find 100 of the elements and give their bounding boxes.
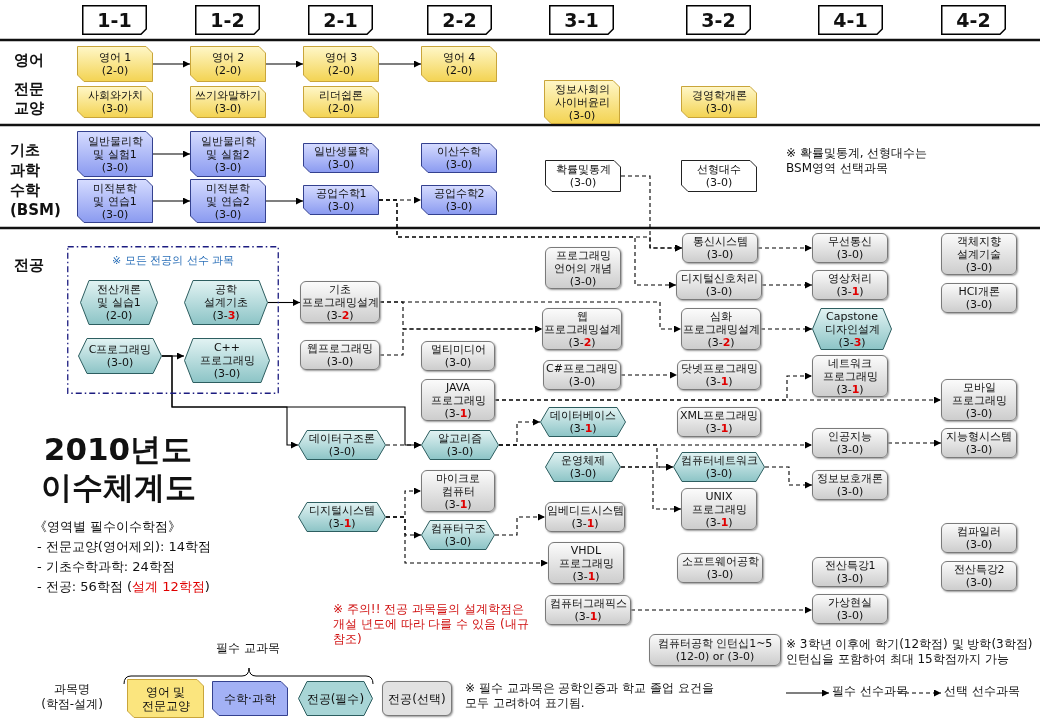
course-name: 데이터베이스 bbox=[549, 409, 617, 422]
course-name: 정보사회의 사이버윤리 bbox=[553, 82, 611, 109]
credit-label: (3-0) bbox=[705, 102, 733, 115]
course-name: 선형대수 bbox=[696, 163, 742, 176]
course-name: 컴퓨터그래픽스 bbox=[548, 597, 628, 610]
course-box bbox=[941, 379, 1017, 421]
credit-label: (3-2) bbox=[707, 335, 735, 349]
course-name: 객체지향 설계기술 bbox=[956, 234, 1002, 261]
course-box bbox=[421, 46, 497, 82]
required-course-hexagon bbox=[298, 502, 386, 532]
course-box bbox=[303, 185, 379, 215]
course-name: 정보보호개론 bbox=[816, 472, 884, 485]
credit-label: (3-0) bbox=[836, 248, 864, 261]
credit-label: (3-0) bbox=[705, 176, 733, 189]
semester-header bbox=[818, 5, 883, 35]
requirement-text: - 전문교양(영어제외): 14학점 bbox=[37, 539, 213, 554]
required-course-hexagon bbox=[673, 452, 765, 482]
credit-label: (2-0) bbox=[105, 309, 133, 322]
credit-label: (3-0) bbox=[965, 298, 993, 311]
credit-label: (3-0) bbox=[214, 102, 242, 115]
credit-label: (3-0) bbox=[214, 160, 242, 174]
requirement-text: - 기초수학과학: 24학점 bbox=[37, 559, 176, 574]
arrow bbox=[620, 466, 682, 513]
semester-label: 3-2 bbox=[701, 9, 736, 31]
required-course-hexagon bbox=[421, 430, 499, 460]
credit-label: (3-0) bbox=[213, 367, 241, 380]
course-box bbox=[812, 594, 888, 624]
required-course-hexagon bbox=[540, 407, 626, 437]
arrow bbox=[267, 299, 301, 306]
warning-note: ※ 주의!! 전공 과목들의 설계학점은 개설 년도에 따라 다를 수 있음 (내규 참조) bbox=[333, 602, 530, 647]
credit-label: (3-0) bbox=[101, 207, 129, 221]
credit-label: (3-0) bbox=[569, 274, 597, 288]
credit-label: (3-1) bbox=[444, 497, 472, 511]
credit-label: (3-1) bbox=[705, 422, 733, 435]
course-name: 알고리즘 bbox=[437, 432, 483, 445]
course-box bbox=[681, 308, 761, 350]
course-name: 프로그래밍 언어의 개념 bbox=[552, 248, 614, 275]
credit-label: (3-1) bbox=[705, 515, 733, 529]
credit-label: (3-0) bbox=[965, 538, 993, 551]
credit-label: (3-1) bbox=[569, 422, 597, 435]
course-box bbox=[190, 86, 266, 118]
course-box bbox=[544, 80, 620, 124]
course-name: 영어 1 bbox=[97, 51, 133, 64]
course-name: 컴파일러 bbox=[956, 525, 1002, 538]
credit-label: (3-0) bbox=[836, 443, 864, 456]
course-box bbox=[545, 502, 625, 532]
course-name: 일반물리학 및 실험2 bbox=[199, 134, 257, 161]
legend-label: 필수 선수과목 bbox=[832, 684, 908, 699]
arrow bbox=[760, 325, 813, 333]
note-text: ※ 확률및통계, 선형대수는 BSM영역 선택과목 bbox=[786, 146, 929, 176]
course-box bbox=[812, 557, 888, 587]
semester-header bbox=[549, 5, 614, 35]
course-name: 전산개론 및 실습1 bbox=[96, 283, 142, 309]
course-box bbox=[677, 553, 763, 583]
note-text: ※ 3학년 이후에 학기(12학점) 및 방학(3학점) 인턴십을 포함하여 최대 15학점까지 가능 bbox=[786, 637, 1034, 667]
credit-label: (3-1) bbox=[836, 285, 864, 298]
legend-label: 수학·과학 bbox=[223, 691, 277, 706]
course-name: 일반물리학 및 실험1 bbox=[86, 134, 144, 161]
course-box bbox=[677, 407, 761, 437]
dashed-group-box bbox=[67, 246, 279, 394]
credit-label: (3-0) bbox=[444, 535, 472, 548]
course-box bbox=[542, 308, 622, 350]
course-box bbox=[812, 233, 888, 263]
course-name: C#프로그래밍 bbox=[545, 362, 619, 375]
arrow bbox=[152, 150, 191, 158]
arrow bbox=[757, 244, 813, 252]
course-name: 멀티미디어 bbox=[429, 343, 487, 356]
semester-header bbox=[427, 5, 492, 35]
row-label: 기초 과학 수학 (BSM) bbox=[10, 140, 60, 220]
course-box bbox=[682, 233, 758, 263]
course-box bbox=[545, 595, 631, 625]
course-box bbox=[545, 160, 621, 192]
semester-header bbox=[195, 5, 260, 35]
required-course-hexagon bbox=[80, 280, 158, 325]
credit-label: (2-0) bbox=[101, 64, 129, 77]
arrow bbox=[265, 197, 304, 205]
credit-label: (3-0) bbox=[568, 108, 596, 122]
course-box bbox=[190, 131, 266, 177]
course-name: 영어 3 bbox=[323, 51, 359, 64]
arrow bbox=[152, 197, 191, 205]
required-course-hexagon bbox=[184, 338, 270, 383]
course-box bbox=[300, 281, 380, 323]
course-name: 무선통신 bbox=[827, 235, 873, 248]
credit-label: (3-0) bbox=[328, 445, 356, 458]
course-name: 공업수학2 bbox=[432, 187, 486, 200]
credit-label: (3-0) bbox=[444, 356, 472, 369]
course-name: 소프트웨어공학 bbox=[680, 555, 760, 568]
course-name: 일반생물학 bbox=[312, 145, 370, 158]
required-course-hexagon bbox=[78, 338, 162, 374]
course-name: 가상현실 bbox=[827, 596, 873, 609]
required-course-hexagon bbox=[812, 308, 892, 350]
credit-label: (3-0) bbox=[836, 485, 864, 498]
course-name: 디지털시스템 bbox=[308, 504, 376, 517]
course-name: 전산특강2 bbox=[952, 563, 1006, 576]
course-name: 네트워크 프로그래밍 bbox=[821, 356, 879, 383]
legend-label: 영어 및 전문교양 bbox=[140, 684, 191, 713]
course-box bbox=[190, 179, 266, 223]
credit-label: (3-0) bbox=[836, 572, 864, 585]
semester-label: 2-1 bbox=[323, 9, 358, 31]
credit-label: (3-1) bbox=[836, 382, 864, 396]
